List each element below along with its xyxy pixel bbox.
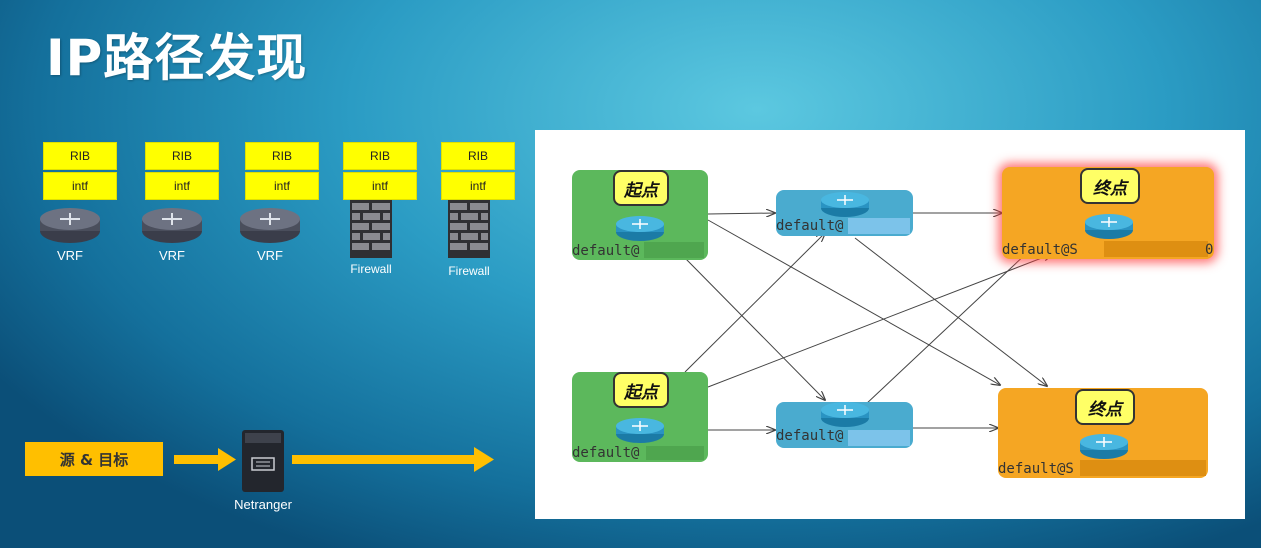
device-label: VRF — [257, 248, 283, 263]
node-label: default@ — [572, 243, 640, 259]
page-title: IP路径发现 — [46, 29, 308, 87]
intf-label: intf — [245, 172, 319, 200]
node-label: default@ — [776, 218, 844, 234]
router-icon — [142, 208, 202, 243]
router-icon — [821, 402, 869, 427]
node-label: default@ — [776, 428, 844, 444]
start-bubble: 起点 — [613, 170, 669, 206]
router-icon — [616, 216, 664, 241]
router-icon — [40, 208, 100, 243]
server-icon — [242, 430, 284, 492]
firewall-icon — [350, 200, 392, 258]
rib-label: RIB — [43, 142, 117, 170]
device-label: Firewall — [350, 262, 392, 276]
arrow-right-icon — [292, 447, 494, 472]
rib-label: RIB — [145, 142, 219, 170]
node-label: default@S — [1002, 242, 1078, 258]
device-label: Firewall — [448, 264, 490, 278]
node-label: default@ — [572, 445, 640, 461]
router-icon — [1080, 434, 1128, 459]
intf-label: intf — [343, 172, 417, 200]
node-label-suffix: 0 — [1205, 242, 1214, 258]
router-icon — [821, 192, 869, 217]
router-icon — [240, 208, 300, 243]
router-icon — [616, 418, 664, 443]
end-bubble: 终点 — [1075, 389, 1135, 425]
start-bubble: 起点 — [613, 372, 669, 408]
server-label: Netranger — [234, 497, 292, 512]
arrow-right-icon — [174, 448, 236, 471]
connection-lines — [684, 130, 1245, 519]
source-destination-box: 源 & 目标 — [25, 442, 163, 476]
node-label: default@S — [998, 461, 1074, 477]
intf-label: intf — [43, 172, 117, 200]
firewall-icon — [448, 200, 490, 258]
device-label: VRF — [57, 248, 83, 263]
intf-label: intf — [441, 172, 515, 200]
end-bubble: 终点 — [1080, 168, 1140, 204]
device-label: VRF — [159, 248, 185, 263]
router-icon — [1085, 214, 1133, 239]
rib-label: RIB — [343, 142, 417, 170]
path-diagram-panel: 起点 default@ 起点 default@ default@ default… — [535, 130, 1245, 519]
rib-label: RIB — [441, 142, 515, 170]
intf-label: intf — [145, 172, 219, 200]
rib-label: RIB — [245, 142, 319, 170]
end-node-bottom — [998, 388, 1208, 478]
